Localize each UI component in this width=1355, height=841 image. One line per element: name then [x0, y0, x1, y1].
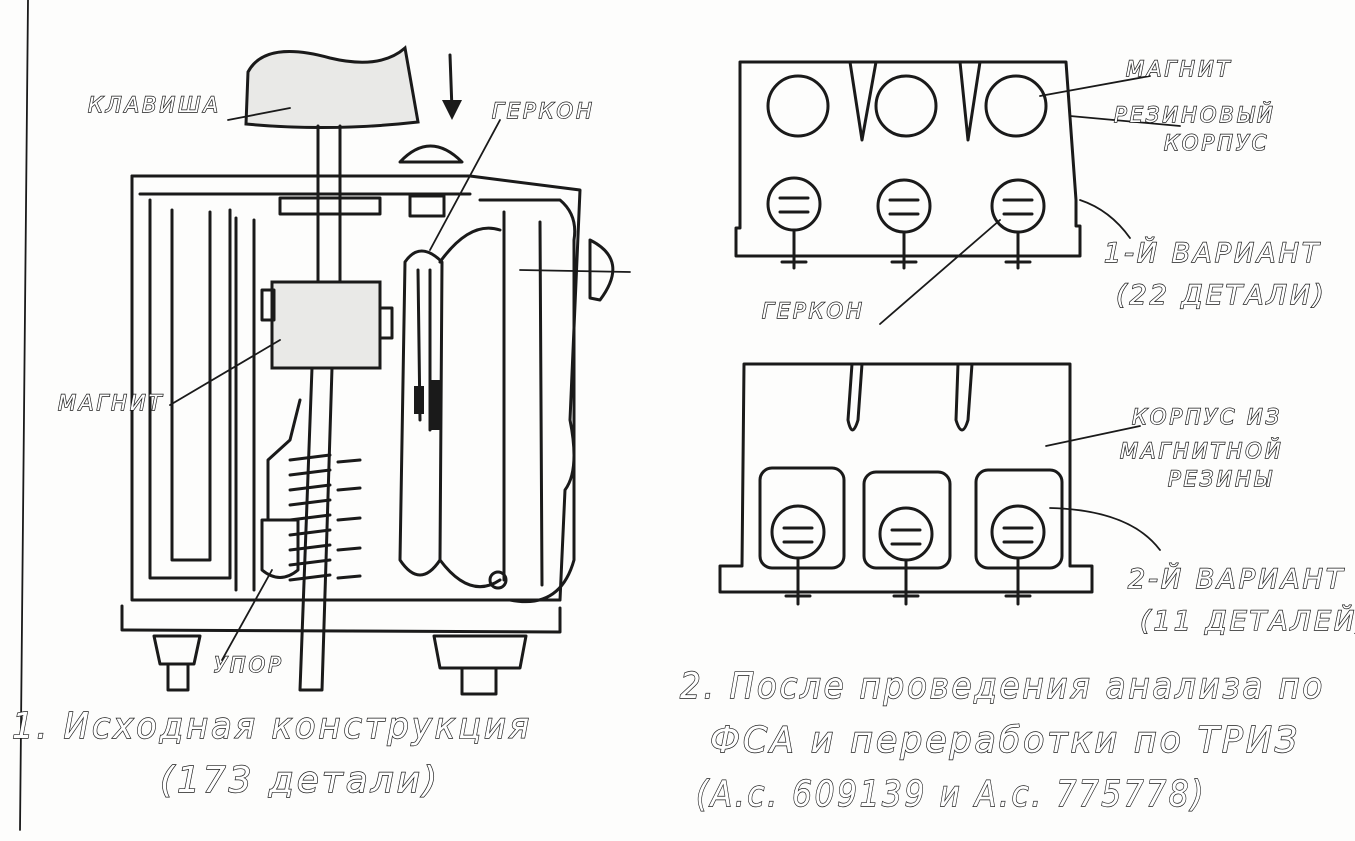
- side-knob: [588, 238, 615, 302]
- label-rubber-body-2: КОРПУС: [1164, 131, 1269, 155]
- caption-left-line1: 1. Исходная конструкция: [12, 706, 532, 747]
- label-magnet-right: МАГНИТ: [1126, 57, 1233, 81]
- variant2-cell-1: [758, 466, 846, 570]
- caption-right-line1: 2. После проведения анализа по: [680, 666, 1325, 707]
- top-cap-mount: [408, 194, 446, 218]
- caption-right-line3: (А.с. 609139 и А.с. 775778): [696, 774, 1206, 815]
- right-foot-pin: [460, 666, 498, 696]
- top-cap: [398, 144, 464, 164]
- plunger-stem: [316, 124, 342, 292]
- reed-contact-tip-1: [414, 386, 424, 414]
- label-rubber-body-1: РЕЗИНОВЫЙ: [1114, 102, 1276, 127]
- variant1-magnet-1: [766, 74, 830, 138]
- leader-variant1: [1079, 199, 1131, 239]
- variant2-name: 2-Й ВАРИАНТ: [1128, 563, 1345, 595]
- key-leader: [227, 107, 291, 121]
- variant1-rubber-body: [734, 60, 1082, 258]
- left-inner-wall: [148, 198, 232, 580]
- stop-arm: [266, 398, 302, 522]
- variant1-reed-2: [876, 178, 932, 270]
- caption-right-line2: ФСА и переработки по ТРИЗ: [710, 720, 1300, 761]
- variant2-parts: (11 ДЕТАЛЕЙ): [1140, 605, 1355, 637]
- base-plate: [120, 604, 562, 634]
- leader-rubber-body: [1069, 115, 1181, 127]
- right-housing: [478, 198, 577, 604]
- right-channel: [502, 210, 544, 587]
- label-reed-switch-right: ГЕРКОН: [762, 299, 865, 323]
- key-cap: [244, 45, 420, 130]
- label-body-line3: РЕЗИНЫ: [1168, 467, 1274, 491]
- left-inner-channel: [170, 208, 212, 562]
- side-knob-axis: [519, 269, 631, 273]
- spring-right: [336, 458, 362, 580]
- variant2-reed-2: [878, 506, 934, 606]
- reed-solder-point: [488, 570, 508, 590]
- label-body-line2: МАГНИТНОЙ: [1120, 438, 1284, 463]
- variant1-reed-1: [766, 176, 822, 270]
- stop-part: [260, 518, 300, 579]
- variant1-drawing: [734, 60, 1181, 325]
- variant1-magnet-2: [874, 74, 938, 138]
- variant2-magnetic-body: [718, 362, 1094, 594]
- reed-leader: [429, 119, 501, 251]
- magnet-clip-left: [260, 288, 276, 322]
- label-reed-switch-left: ГЕРКОН: [492, 99, 595, 123]
- label-key: КЛАВИША: [88, 93, 221, 117]
- reed-contact-tip-2: [430, 380, 440, 430]
- left-foot: [152, 634, 202, 666]
- original-design-drawing: [120, 45, 631, 696]
- variant1-reed-3: [990, 178, 1046, 270]
- variant1-magnet-3: [984, 74, 1048, 138]
- variant2-reed-3: [990, 504, 1046, 606]
- variant2-cell-3: [974, 468, 1064, 570]
- label-body-line1: КОРПУС ИЗ: [1132, 405, 1282, 429]
- magnet-clip-right: [378, 306, 394, 340]
- leader-magnet-right: [1039, 75, 1151, 97]
- magnet-leader: [169, 339, 281, 406]
- variant2-reed-1: [770, 504, 826, 606]
- left-foot-pin: [166, 662, 190, 692]
- reed-leads: [438, 226, 502, 589]
- variant2-drawing: [718, 362, 1161, 606]
- top-guide-block: [278, 196, 382, 216]
- margin-line: [19, 0, 29, 831]
- label-stop: УПОР: [214, 653, 284, 677]
- variant1-parts: (22 ДЕТАЛИ): [1116, 280, 1327, 311]
- magnet-block: [270, 280, 382, 370]
- variant2-body-slots: [846, 362, 974, 432]
- leader-magnetic-body: [1045, 425, 1141, 447]
- variant2-cell-2: [862, 470, 952, 570]
- return-spring: [288, 453, 332, 582]
- variant1-body-slots: [848, 60, 982, 142]
- stop-leader: [221, 569, 273, 661]
- label-magnet-left: МАГНИТ: [58, 391, 165, 415]
- leader-variant2: [1049, 507, 1161, 551]
- caption-left-line2: (173 детали): [160, 760, 440, 801]
- leader-reed-right: [879, 219, 1001, 325]
- variant1-name: 1-Й ВАРИАНТ: [1104, 237, 1321, 269]
- press-arrow-head: [442, 100, 462, 120]
- top-plate: [130, 174, 472, 196]
- right-foot: [432, 634, 528, 670]
- left-guide: [234, 216, 256, 592]
